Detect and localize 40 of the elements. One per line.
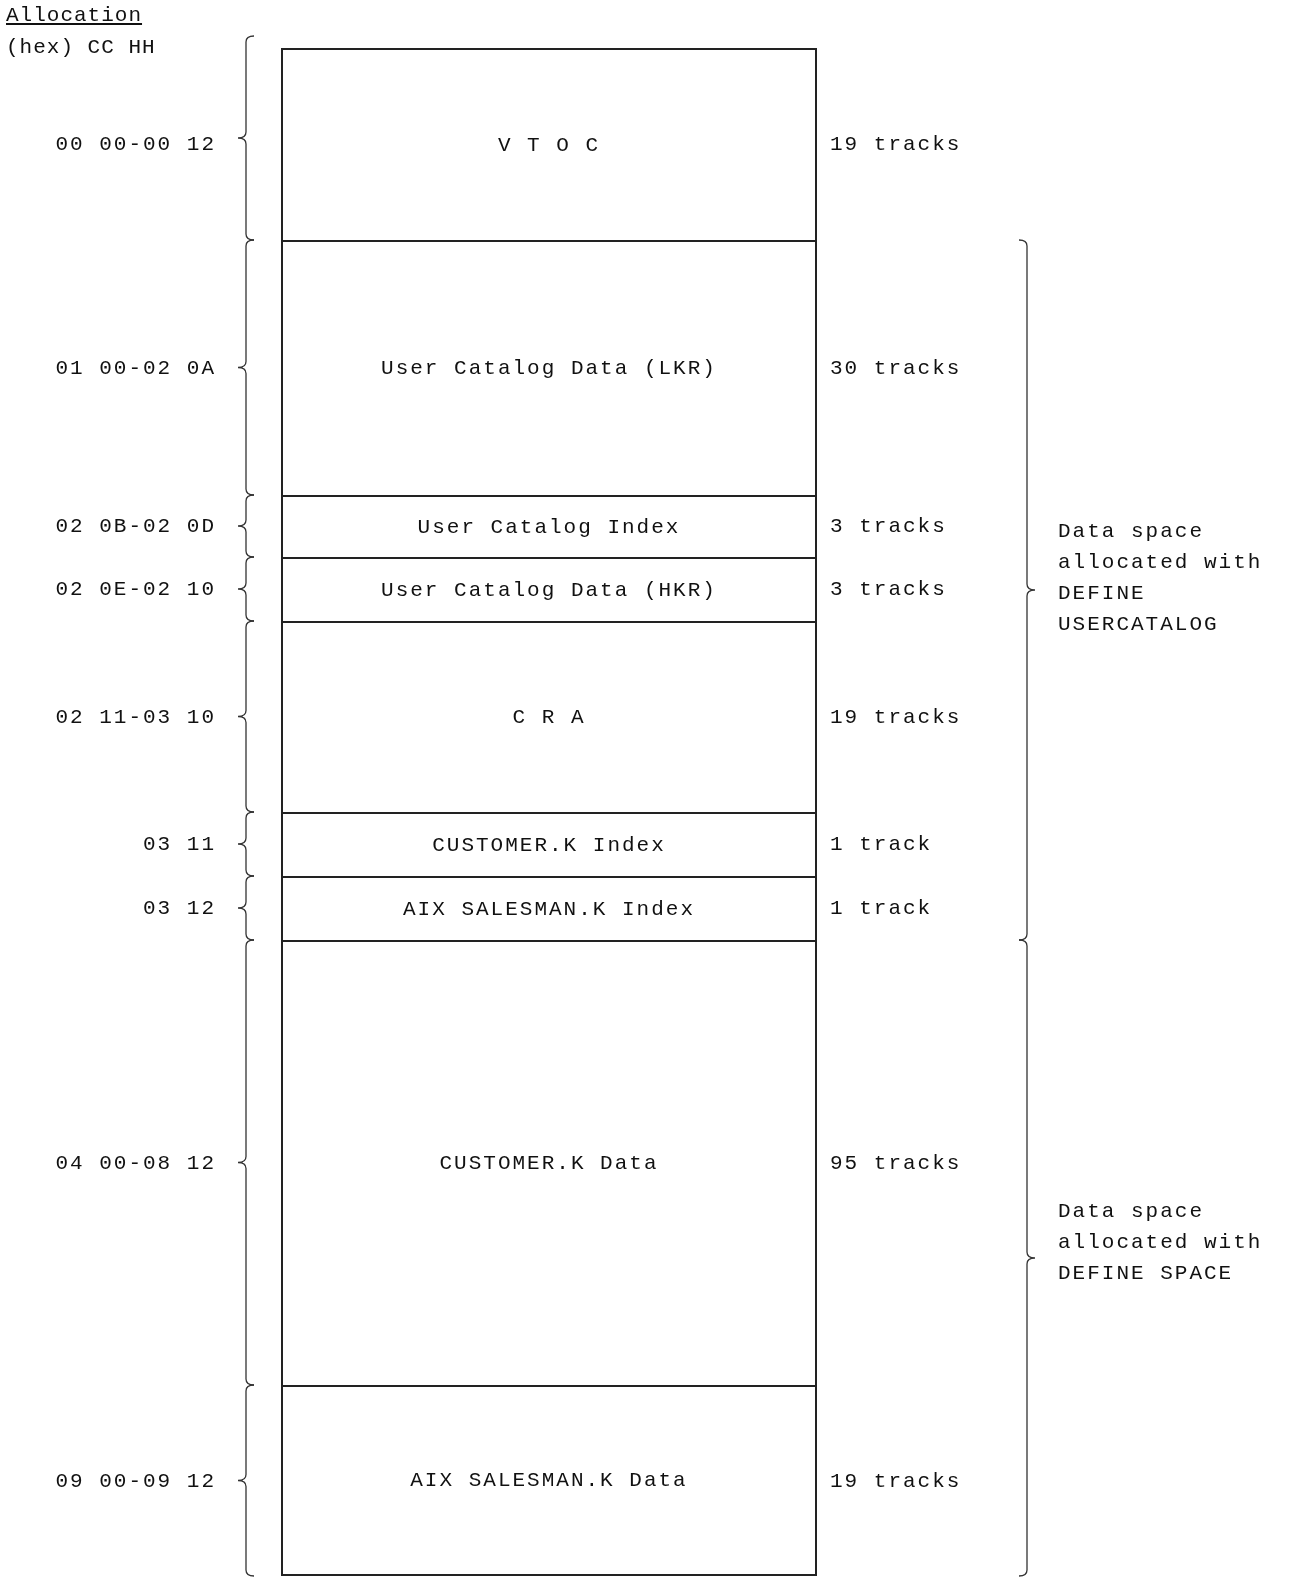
storage-segment	[281, 940, 817, 1387]
storage-segment	[281, 876, 817, 942]
group-note: Data space allocated with DEFINE SPACE	[1058, 1198, 1264, 1287]
address-label: 02 0E-02 10	[55, 577, 216, 601]
storage-segment	[281, 812, 817, 878]
address-label: 04 00-08 12	[55, 1151, 216, 1174]
track-count: 95 tracks	[830, 1151, 962, 1174]
track-count: 19 tracks	[830, 1469, 962, 1492]
segment-label: V T O C	[497, 133, 601, 157]
address-label: 03 12	[143, 896, 216, 920]
address-label: 01 00-02 0A	[55, 356, 216, 379]
storage-segment	[281, 240, 817, 497]
address-label: 00 00-00 12	[55, 132, 216, 156]
segment-label: CUSTOMER.K Index	[432, 833, 666, 857]
address-label: 02 11-03 10	[55, 705, 216, 728]
storage-segment	[281, 48, 817, 242]
storage-segment	[281, 495, 817, 559]
track-count: 3 tracks	[830, 577, 947, 601]
segment-label: User Catalog Index	[417, 515, 681, 539]
segment-label: CUSTOMER.K Data	[439, 1152, 659, 1175]
storage-segment	[281, 621, 817, 814]
track-count: 3 tracks	[830, 514, 947, 538]
track-count: 30 tracks	[830, 356, 962, 379]
track-count: 19 tracks	[830, 705, 962, 728]
address-label: 02 0B-02 0D	[55, 514, 216, 538]
storage-segment	[281, 557, 817, 623]
group-note: Data space allocated with DEFINE USERCATALOG	[1058, 519, 1264, 638]
address-label: 03 11	[143, 832, 216, 856]
segment-label: User Catalog Data (LKR)	[381, 357, 717, 380]
track-count: 19 tracks	[830, 132, 962, 156]
segment-label: AIX SALESMAN.K Data	[410, 1469, 688, 1492]
track-count: 1 track	[830, 832, 933, 856]
address-label: 09 00-09 12	[55, 1469, 216, 1492]
segment-label: AIX SALESMAN.K Index	[402, 897, 695, 921]
column-heading: Allocation	[6, 4, 143, 27]
segment-label: User Catalog Data (HKR)	[381, 578, 717, 602]
storage-segment	[281, 1385, 817, 1576]
column-heading: (hex) CC HH	[6, 36, 156, 59]
segment-label: C R A	[512, 706, 586, 729]
track-count: 1 track	[830, 896, 933, 920]
